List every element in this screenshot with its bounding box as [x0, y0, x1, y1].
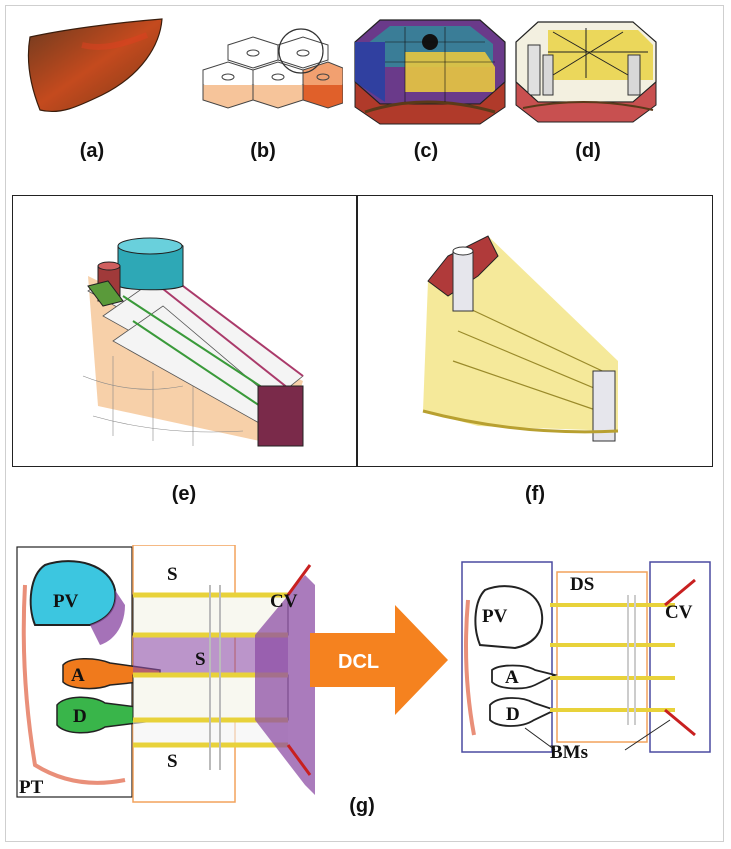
- panel-e-portal-tract-illustration: [82, 237, 304, 447]
- panel-b-label: (b): [250, 140, 276, 162]
- central-vein-box: [649, 561, 711, 753]
- dcl-label: DCL: [338, 651, 379, 673]
- figure-frame: [5, 5, 724, 842]
- label-pv-right: PV: [482, 606, 508, 627]
- dcl-arrow: DCL: [310, 605, 448, 715]
- label-bms: BMs: [550, 742, 588, 760]
- label-cv-right: CV: [665, 602, 693, 623]
- panel-g-right-schematic: PV A D DS CV BMs: [461, 561, 711, 760]
- dcl-arrow-shape: [310, 605, 448, 715]
- label-ds: DS: [570, 574, 594, 595]
- portal-tract-box-right: [461, 561, 553, 753]
- panel-a-label: (a): [79, 140, 105, 162]
- panel-c-label: (c): [413, 140, 439, 162]
- panel-f-box: [357, 195, 713, 467]
- panel-f-framework-illustration: [422, 235, 619, 442]
- label-a-right: A: [505, 667, 519, 688]
- label-pv-left: PV: [53, 591, 79, 612]
- panel-g-label: (g): [349, 795, 375, 817]
- panel-d-framework: [508, 10, 668, 125]
- panel-c-lobule-cutaway: [345, 12, 515, 127]
- label-s-mid: S: [195, 649, 206, 670]
- panel-b-hexagonal-lobules: [183, 15, 344, 125]
- label-s-top: S: [167, 564, 178, 585]
- panel-e-label: (e): [171, 483, 197, 505]
- decellularized-sinusoid-box: [556, 571, 648, 743]
- label-cv-left: CV: [270, 591, 298, 612]
- panel-d-label: (d): [575, 140, 601, 162]
- panel-a-liver-illustration: [22, 15, 172, 125]
- panel-f-label: (f): [525, 483, 545, 505]
- label-d-left: D: [73, 706, 87, 727]
- label-s-bottom: S: [167, 751, 178, 772]
- label-d-right: D: [506, 704, 520, 725]
- panel-g-left-schematic: PV A D S S S CV PT: [16, 545, 315, 803]
- label-pt: PT: [19, 777, 44, 798]
- label-a-left: A: [71, 665, 85, 686]
- panel-e-box: [12, 195, 357, 467]
